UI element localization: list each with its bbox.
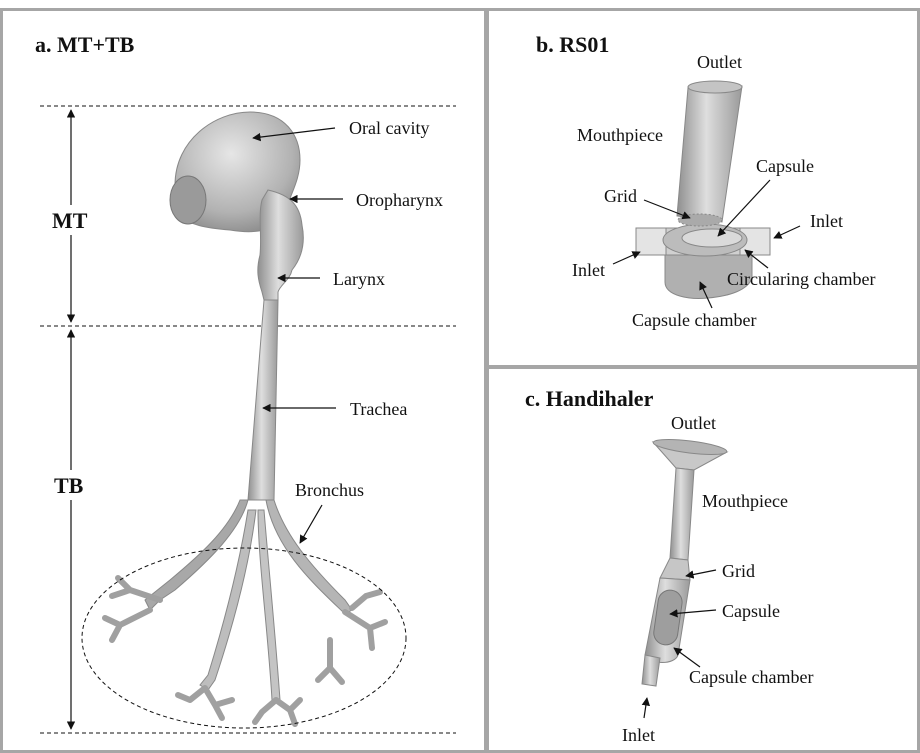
handi-grid-arrow <box>686 570 716 576</box>
rs01-inlet-right-arrow <box>774 226 800 238</box>
handi-label-capsule: Capsule <box>722 601 780 621</box>
handi-label-grid: Grid <box>722 561 755 581</box>
region-label-tb: TB <box>54 473 84 498</box>
handi-label-mouthpiece: Mouthpiece <box>702 491 788 511</box>
airway-model <box>105 112 385 724</box>
region-label-mt: MT <box>52 208 88 233</box>
rs01-label-outlet: Outlet <box>697 52 742 72</box>
panel-a-title: a. MT+TB <box>35 32 135 57</box>
rs01-label-inlet-right: Inlet <box>810 211 843 231</box>
rs01-label-mouthpiece: Mouthpiece <box>577 125 663 145</box>
bronchus-arrow <box>300 505 322 543</box>
label-larynx: Larynx <box>333 269 385 289</box>
rs01-label-capsule: Capsule <box>756 156 814 176</box>
rs01-inlet-left-arrow <box>613 252 640 264</box>
rs01-label-capsule-chamber: Capsule chamber <box>632 310 756 330</box>
label-bronchus: Bronchus <box>295 480 364 500</box>
rs01-label-inlet-left: Inlet <box>572 260 605 280</box>
label-trachea: Trachea <box>350 399 407 419</box>
handi-label-capsule-chamber: Capsule chamber <box>689 667 813 687</box>
handi-label-inlet: Inlet <box>622 725 655 745</box>
rs01-model <box>636 81 770 298</box>
handihaler-model <box>642 437 727 686</box>
handi-capsule-chamber-arrow <box>674 648 700 667</box>
label-oropharynx: Oropharynx <box>356 190 443 210</box>
rs01-label-grid: Grid <box>604 186 637 206</box>
panel-c-title: c. Handihaler <box>525 386 654 411</box>
panel-b-title: b. RS01 <box>536 32 609 57</box>
handi-label-outlet: Outlet <box>671 413 716 433</box>
handi-inlet-arrow <box>644 698 647 718</box>
rs01-label-circulating-chamber: Circularing chamber <box>727 269 875 289</box>
label-oral-cavity: Oral cavity <box>349 118 429 138</box>
